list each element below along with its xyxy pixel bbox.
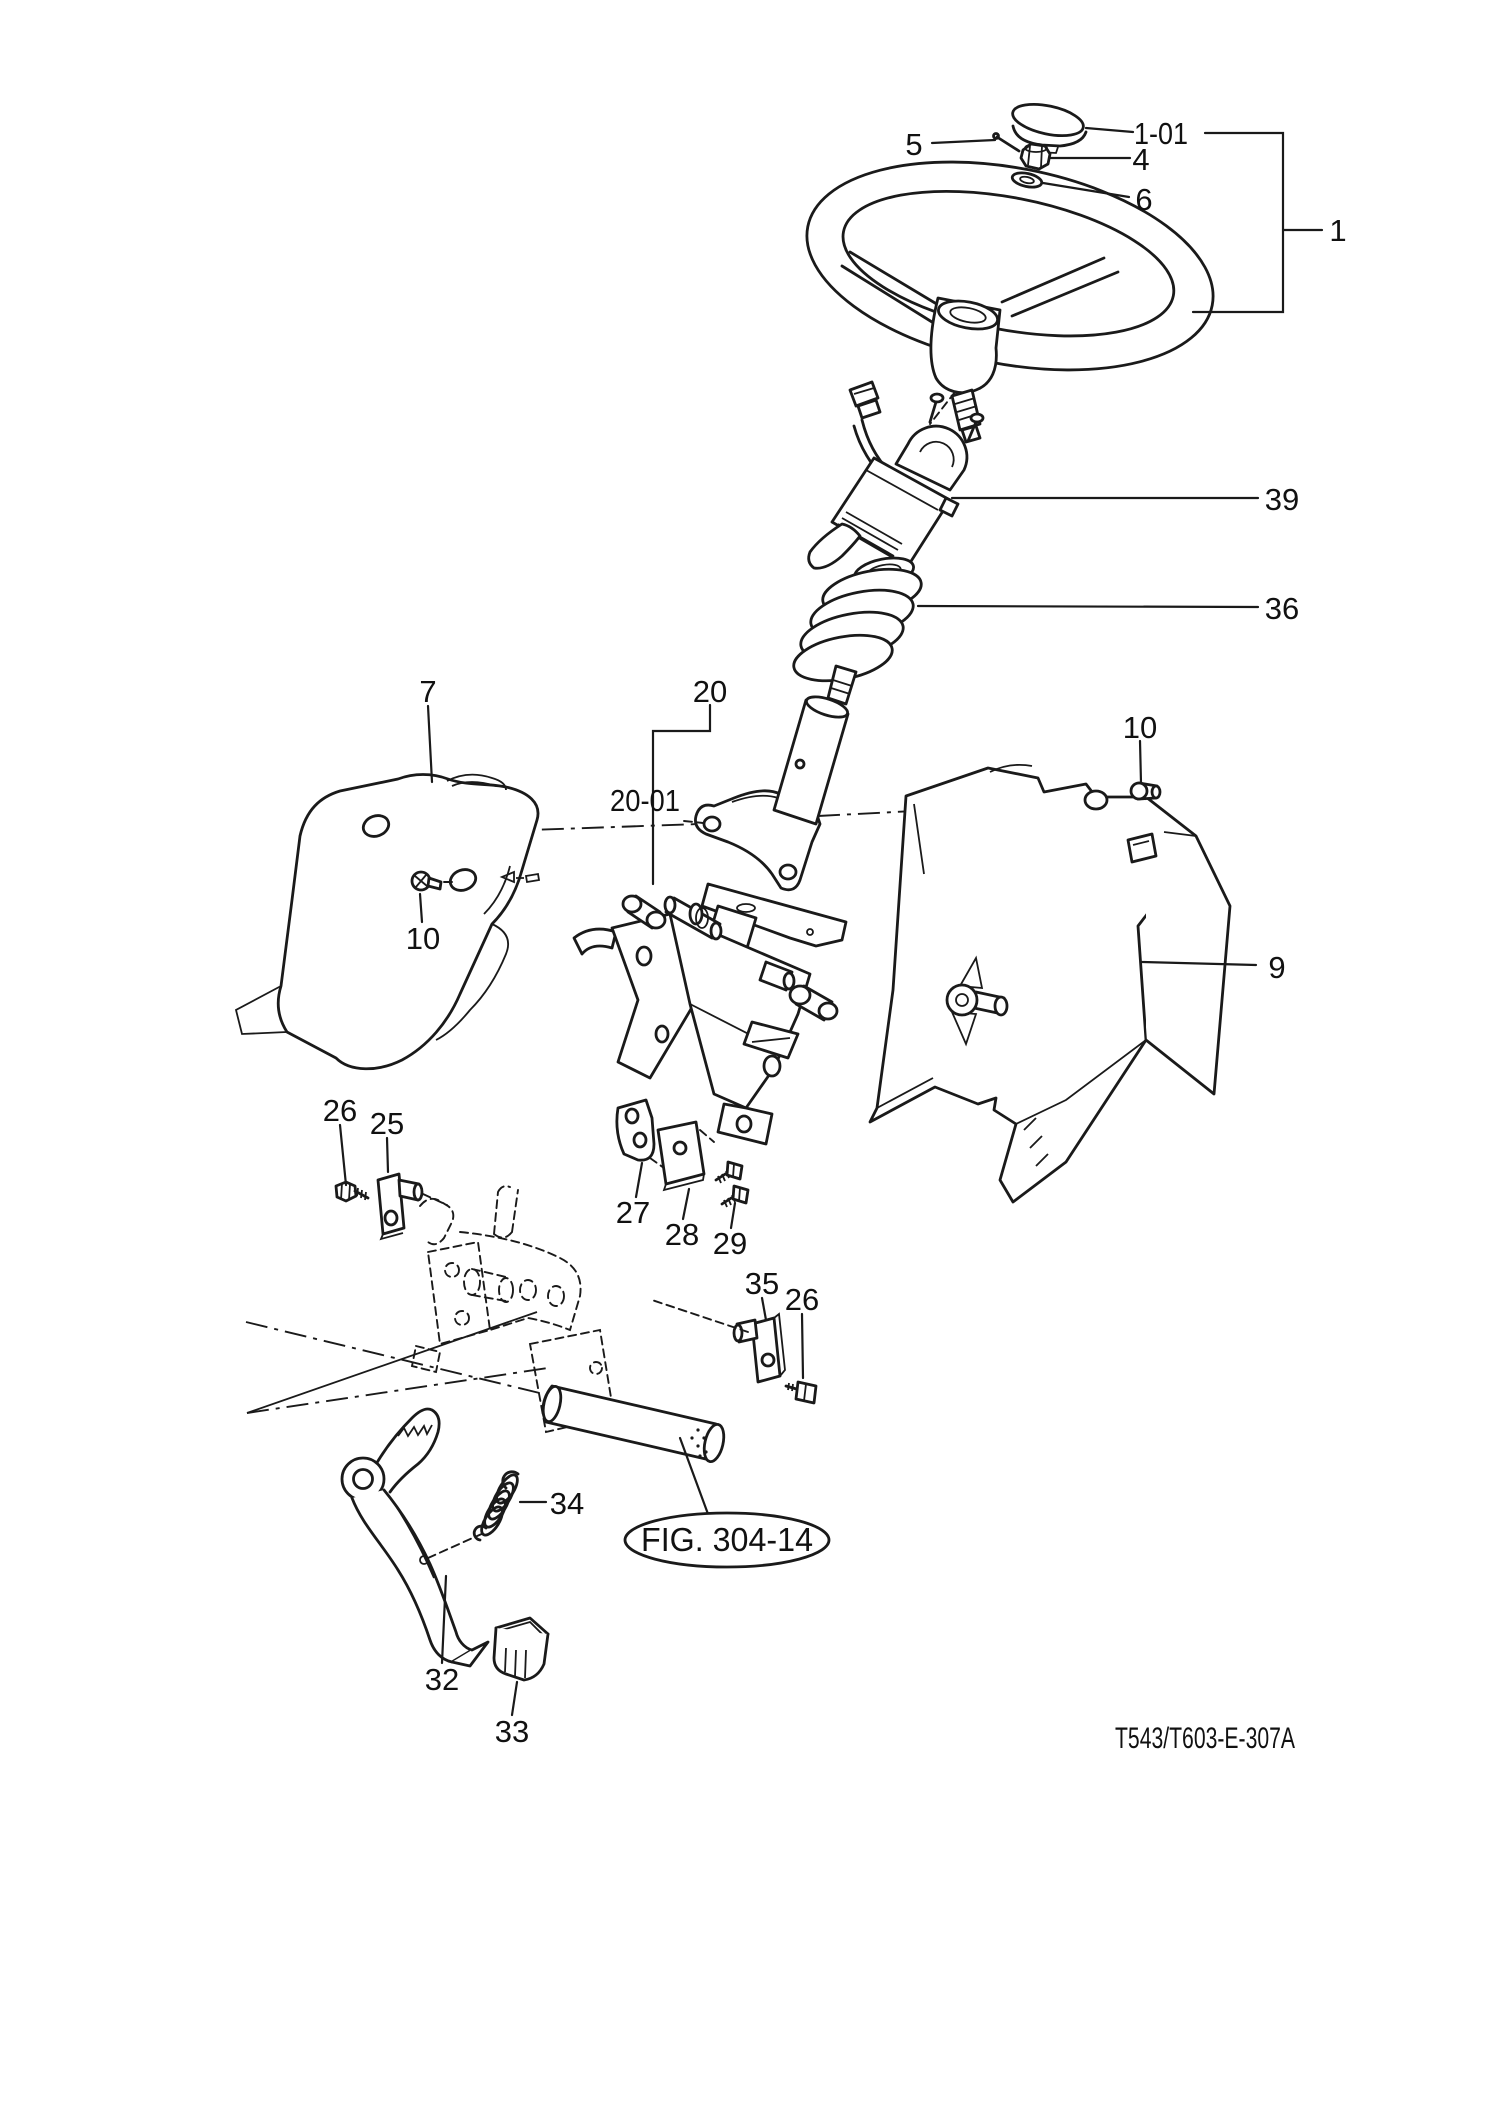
bellows <box>792 556 923 683</box>
clamp-25 <box>376 1172 448 1241</box>
callout-39: 39 <box>1265 482 1299 517</box>
callout-20-01: 20-01 <box>610 783 680 818</box>
callout-1-01: 1-01 <box>1134 116 1188 151</box>
callout-35: 35 <box>745 1266 779 1301</box>
steering-wheel <box>805 160 1215 395</box>
bolt-26-lower <box>784 1380 818 1405</box>
callout-10-left: 10 <box>406 921 440 956</box>
boss <box>945 955 1009 1047</box>
combination-switch <box>807 380 985 570</box>
callout-27: 27 <box>616 1195 650 1230</box>
callout-1: 1 <box>1329 213 1346 248</box>
pedal-pad <box>492 1616 550 1682</box>
drawing-code: T543/T603-E-307A <box>1115 1722 1295 1755</box>
nut <box>1019 142 1052 171</box>
callout-34: 34 <box>550 1486 584 1521</box>
callout-36: 36 <box>1265 591 1299 626</box>
direction-arrow-icon <box>499 870 541 884</box>
callout-9: 9 <box>1268 950 1285 985</box>
callout-7: 7 <box>419 674 436 709</box>
callout-10-right: 10 <box>1123 710 1157 745</box>
callout-leaders <box>338 126 1324 1717</box>
callout-5: 5 <box>905 127 922 162</box>
callout-25: 25 <box>370 1106 404 1141</box>
screw-icon <box>1129 781 1162 801</box>
figure-reference[interactable]: FIG. 304-14 <box>623 1511 831 1569</box>
callout-26-lower: 26 <box>785 1282 819 1317</box>
switch-lever <box>807 522 862 570</box>
right-cover <box>868 763 1232 1204</box>
callout-20: 20 <box>693 674 727 709</box>
cotter-pin <box>992 132 1021 153</box>
callout-6: 6 <box>1135 182 1152 217</box>
screw-icon <box>410 870 453 892</box>
brake-pedal <box>340 1407 490 1668</box>
callout-29: 29 <box>713 1226 747 1261</box>
callout-28: 28 <box>665 1217 699 1252</box>
steering-column <box>572 664 858 1146</box>
switch-screw-icon <box>929 392 945 404</box>
part-1-bracket <box>1191 131 1324 314</box>
cross-pipe <box>541 1384 726 1464</box>
pipe-shading-dots <box>690 1428 708 1458</box>
bracket-27 <box>615 1098 665 1169</box>
horn-cap <box>1011 102 1088 154</box>
callout-32: 32 <box>425 1662 459 1697</box>
bolt-26-upper <box>334 1180 370 1203</box>
bracket-28 <box>656 1120 715 1192</box>
callout-26-upper: 26 <box>323 1093 357 1128</box>
figure-reference-label[interactable]: FIG. 304-14 <box>641 1521 813 1558</box>
switch-screw-icon <box>969 412 985 424</box>
left-cover <box>234 773 541 1071</box>
callout-4: 4 <box>1132 142 1149 177</box>
bolts-29 <box>714 1160 750 1208</box>
washer <box>1010 171 1044 189</box>
callout-labels: 5 1-01 4 6 1 39 36 7 20 10 20-01 10 9 26… <box>323 116 1347 1749</box>
callout-33: 33 <box>495 1714 529 1749</box>
stop-plate-35 <box>651 1299 786 1384</box>
return-spring <box>472 1470 520 1542</box>
